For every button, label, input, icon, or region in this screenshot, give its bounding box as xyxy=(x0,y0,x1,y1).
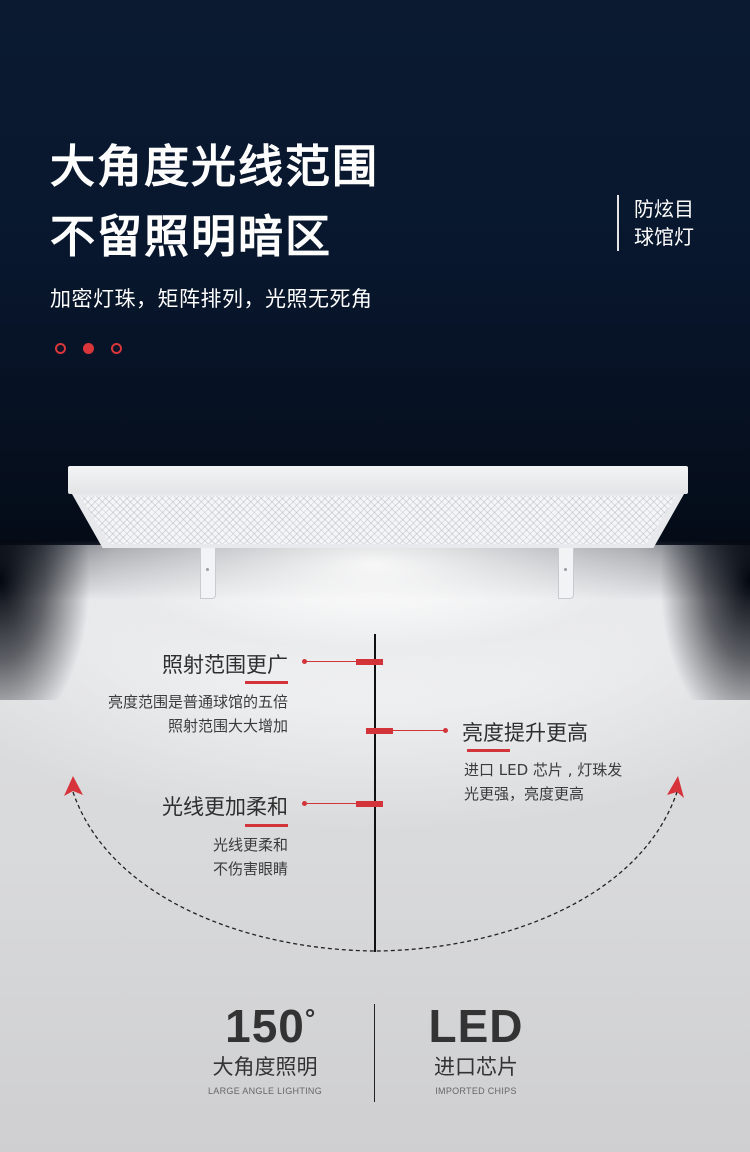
feature-2-desc-line-1: 进口 LED 芯片 , 灯珠发 xyxy=(464,761,623,779)
pagination-dots xyxy=(55,343,122,354)
feature-1-desc-line-1: 亮度范围是普通球馆的五倍 xyxy=(107,693,288,711)
feature-2-underline xyxy=(467,749,510,752)
stat-led-value: LED xyxy=(428,1000,524,1052)
feature-3-underline xyxy=(245,824,288,827)
arrow-right-icon xyxy=(667,776,684,798)
degree-symbol: ° xyxy=(304,1003,317,1033)
product-tag-line-2: 球馆灯 xyxy=(634,225,694,249)
pagination-dot-3[interactable] xyxy=(111,343,122,354)
mounting-bracket-left xyxy=(200,548,216,599)
mounting-bracket-right xyxy=(558,548,574,599)
shadow-left xyxy=(0,540,90,700)
pagination-dot-1[interactable] xyxy=(55,343,66,354)
headline: 大角度光线范围 不留照明暗区 xyxy=(50,132,379,272)
fixture-frame xyxy=(68,466,688,494)
feature-3-title: 光线更加柔和 xyxy=(162,795,288,819)
arrow-left-icon xyxy=(64,776,83,796)
axis-tick-3 xyxy=(356,801,383,807)
fixture-honeycomb-grid xyxy=(80,496,676,544)
stat-led-label-en: IMPORTED CHIPS xyxy=(435,1086,517,1096)
leader-line-1 xyxy=(304,661,358,662)
leader-dot-1 xyxy=(302,659,307,664)
feature-1-description: 亮度范围是普通球馆的五倍 照射范围大大增加 xyxy=(40,690,288,738)
axis-tick-2 xyxy=(366,728,393,734)
feature-3-desc-line-1: 光线更柔和 xyxy=(212,836,288,854)
product-tag-line-1: 防炫目 xyxy=(634,197,694,221)
feature-2-description: 进口 LED 芯片 , 灯珠发 光更强，亮度更高 xyxy=(464,758,704,806)
shadow-right xyxy=(660,540,750,700)
pagination-dot-2-active[interactable] xyxy=(83,343,94,354)
leader-dot-3 xyxy=(302,801,307,806)
headline-line-2: 不留照明暗区 xyxy=(50,210,333,263)
product-tag: 防炫目 球馆灯 xyxy=(617,195,694,251)
light-fixture-image xyxy=(68,466,688,599)
feature-1-desc-line-2: 照射范围大大增加 xyxy=(167,717,288,735)
feature-1-underline xyxy=(245,681,288,684)
angle-arc xyxy=(64,776,684,952)
stat-angle: 150° 大角度照明 LARGE ANGLE LIGHTING xyxy=(165,1000,365,1096)
headline-line-1: 大角度光线范围 xyxy=(50,140,380,193)
stat-angle-label-cn: 大角度照明 xyxy=(212,1055,318,1079)
stats-divider xyxy=(374,1004,375,1102)
feature-2-desc-line-2: 光更强，亮度更高 xyxy=(464,785,585,803)
leader-line-3 xyxy=(304,803,358,804)
feature-3-description: 光线更柔和 不伤害眼睛 xyxy=(88,833,288,881)
feature-3-desc-line-2: 不伤害眼睛 xyxy=(212,860,288,878)
stat-led: LED 进口芯片 IMPORTED CHIPS xyxy=(376,1000,576,1096)
stats-section: 150° 大角度照明 LARGE ANGLE LIGHTING LED 进口芯片… xyxy=(0,1000,750,1110)
axis-tick-1 xyxy=(356,659,383,665)
leader-dot-2 xyxy=(443,728,448,733)
stat-led-label-cn: 进口芯片 xyxy=(434,1055,518,1079)
center-axis-line xyxy=(374,634,376,952)
feature-2-title: 亮度提升更高 xyxy=(462,721,588,745)
subtitle: 加密灯珠，矩阵排列，光照无死角 xyxy=(50,287,373,311)
feature-1-title: 照射范围更广 xyxy=(162,653,288,677)
leader-line-2 xyxy=(392,730,446,731)
stat-angle-label-en: LARGE ANGLE LIGHTING xyxy=(207,1086,323,1096)
stat-angle-value: 150° xyxy=(165,1000,365,1052)
